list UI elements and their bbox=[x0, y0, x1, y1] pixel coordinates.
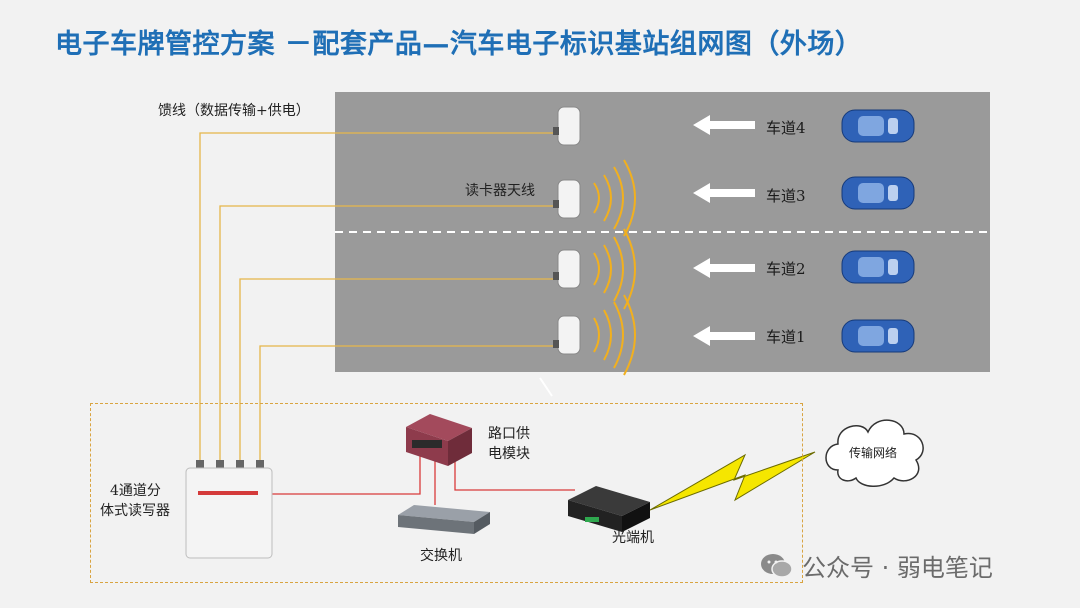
feeder-cable-lane3 bbox=[219, 205, 555, 462]
reader-device bbox=[185, 460, 273, 559]
feeder-label: 馈线（数据传输+供电） bbox=[158, 103, 310, 119]
signal-wave-lane1 bbox=[593, 294, 636, 376]
lane-label-1: 车道1 bbox=[766, 328, 806, 346]
arrow-lane4 bbox=[693, 115, 755, 135]
car-lane4 bbox=[841, 109, 915, 143]
antenna-lane2 bbox=[553, 249, 581, 289]
power-module-label-line2: 电模块 bbox=[488, 446, 530, 462]
antenna-label: 读卡器天线 bbox=[465, 183, 535, 199]
network-switch bbox=[398, 505, 490, 534]
equipment-enclosure bbox=[90, 403, 803, 583]
reader-label-line1: 4通道分 bbox=[110, 483, 161, 499]
arrow-lane2 bbox=[693, 258, 755, 278]
lane-label-3: 车道3 bbox=[766, 187, 806, 205]
feeder-cables bbox=[199, 132, 555, 462]
signal-wave-lane2 bbox=[593, 228, 636, 310]
watermark: 公众号 · 弱电笔记 bbox=[760, 548, 993, 583]
car-lane2 bbox=[841, 250, 915, 284]
direction-arrows bbox=[693, 115, 755, 346]
feeder-cable-lane2 bbox=[239, 278, 555, 462]
feeder-cable-lane1 bbox=[259, 345, 555, 462]
network-cables bbox=[272, 455, 575, 505]
antenna-lane3 bbox=[553, 179, 581, 219]
cable-reader-to-power bbox=[272, 455, 421, 495]
car-lane1 bbox=[841, 319, 915, 353]
antenna-lane1 bbox=[553, 315, 581, 355]
network-cloud bbox=[825, 419, 924, 487]
wechat-icon bbox=[761, 553, 793, 578]
power-module-label-line1: 路口供 bbox=[488, 426, 530, 442]
signal-waves bbox=[593, 159, 636, 376]
network-label: 传输网络 bbox=[849, 446, 898, 460]
power-module bbox=[406, 414, 472, 466]
lane-label-2: 车道2 bbox=[766, 260, 806, 278]
road-edge-mark bbox=[539, 377, 553, 397]
watermark-text: 公众号 · 弱电笔记 bbox=[802, 554, 993, 582]
cable-power-to-optical bbox=[454, 455, 575, 491]
arrow-lane1 bbox=[693, 326, 755, 346]
signal-wave-lane3 bbox=[593, 159, 636, 237]
antenna-lane4 bbox=[553, 106, 581, 146]
optical-label: 光端机 bbox=[612, 530, 654, 546]
page-title: 电子车牌管控方案 －配套产品—汽车电子标识基站组网图（外场） bbox=[55, 29, 863, 60]
feeder-cable-lane4 bbox=[199, 132, 555, 462]
lightning-bolt bbox=[649, 451, 816, 511]
optical-transceiver bbox=[568, 486, 650, 532]
switch-label: 交换机 bbox=[420, 548, 462, 564]
reader-label-line2: 体式读写器 bbox=[100, 503, 170, 519]
arrow-lane3 bbox=[693, 183, 755, 203]
car-lane3 bbox=[841, 176, 915, 210]
lane-label-4: 车道4 bbox=[766, 119, 806, 137]
